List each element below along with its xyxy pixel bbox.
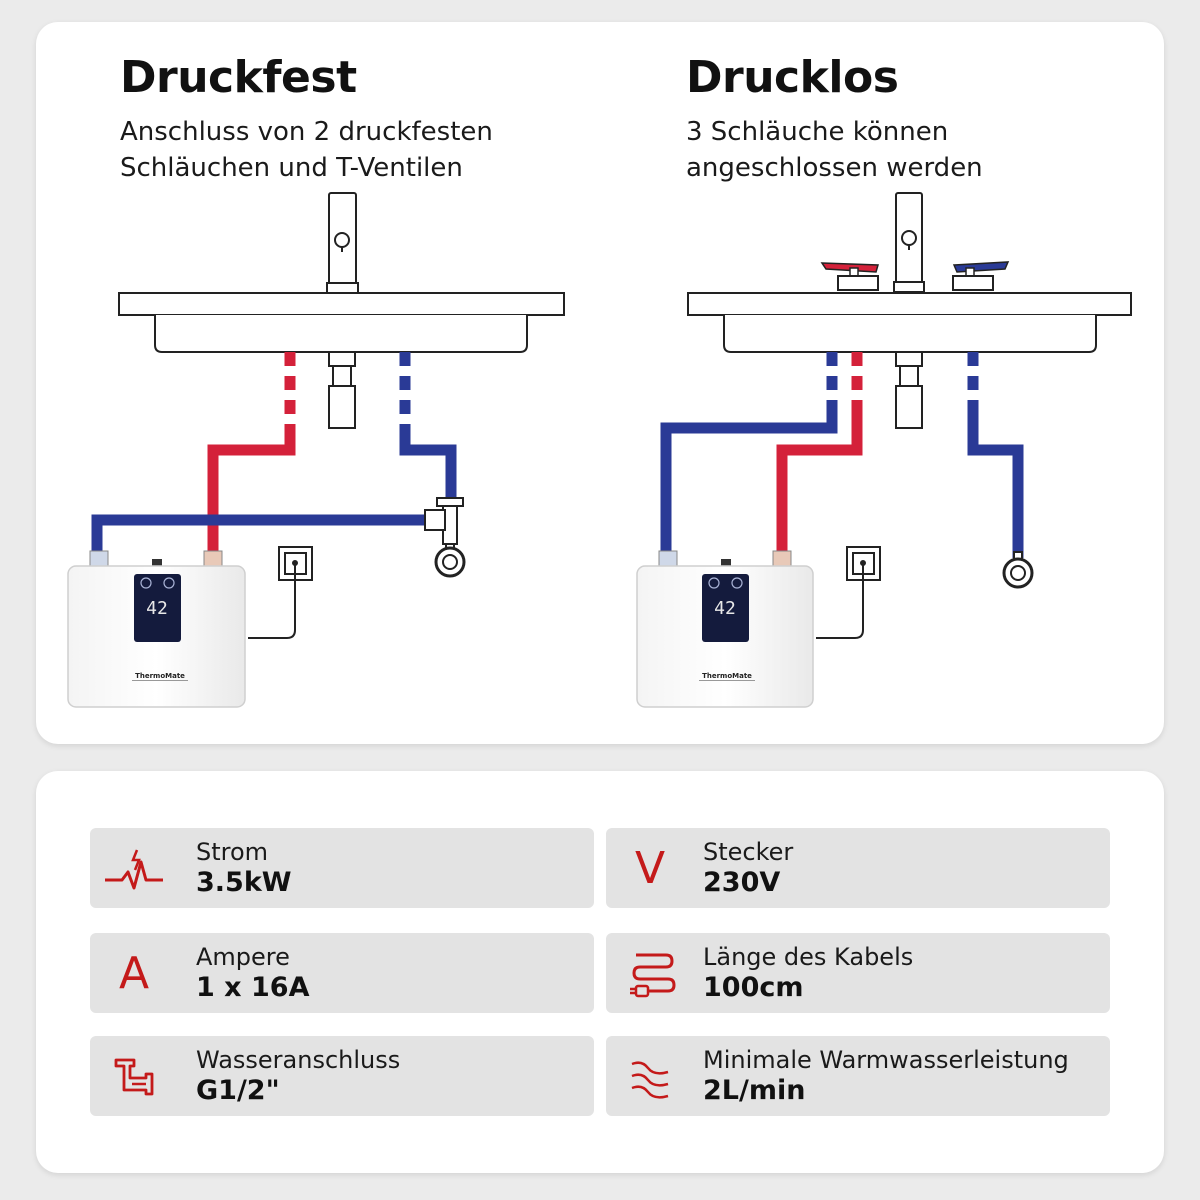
right-hot-hose: [776, 410, 863, 556]
spec-value: 230V: [703, 867, 781, 898]
spec-stecker: V Stecker 230V: [606, 828, 1110, 908]
right-faucet: [893, 192, 925, 293]
left-drain: [328, 351, 356, 429]
left-hot-hose: [207, 424, 296, 556]
spec-value: 1 x 16A: [196, 972, 310, 1003]
volt-icon: V: [634, 842, 666, 894]
right-power-cable: [816, 563, 864, 639]
cable-icon: [630, 953, 676, 998]
right-heater-display: 42: [714, 598, 736, 619]
t-valve-icon: [424, 497, 466, 578]
right-title: Drucklos: [686, 52, 899, 103]
spec-value: 2L/min: [703, 1075, 806, 1106]
power-pulse-icon: [105, 849, 163, 890]
spec-label: Minimale Warmwasserleistung: [703, 1046, 1069, 1074]
ampere-icon: A: [118, 947, 150, 999]
spec-value: 100cm: [703, 972, 804, 1003]
angle-valve-icon: [1002, 551, 1034, 589]
spec-wasseranschluss: Wasseranschluss G1/2": [90, 1036, 594, 1116]
left-power-cable: [248, 563, 296, 639]
left-title: Druckfest: [120, 52, 357, 103]
left-water-heater: 42 ThermoMate: [67, 550, 246, 708]
spec-kabel: Länge des Kabels 100cm: [606, 933, 1110, 1013]
spec-warmwasserleistung: Minimale Warmwasserleistung 2L/min: [606, 1036, 1110, 1116]
spec-value: 3.5kW: [196, 867, 292, 898]
right-water-heater: 42 ThermoMate: [636, 550, 814, 708]
left-installation: 42 ThermoMate: [67, 192, 565, 708]
pipe-fitting-icon: [114, 1058, 154, 1096]
right-basin: [723, 315, 1097, 353]
left-subtitle-line-2: Schläuchen und T-Ventilen: [120, 153, 463, 183]
left-basin: [154, 315, 528, 353]
spec-label: Wasseranschluss: [196, 1046, 401, 1074]
spec-label: Strom: [196, 838, 269, 866]
left-heater-brand: ThermoMate: [135, 672, 185, 680]
right-subtitle-line-1: 3 Schläuche können: [686, 117, 949, 147]
left-countertop: [118, 292, 565, 316]
spec-label: Ampere: [196, 943, 290, 971]
cold-handle-icon: [952, 261, 1010, 273]
right-heater-brand: ThermoMate: [702, 672, 752, 680]
right-subtitle: 3 Schläuche können angeschlossen werden: [686, 114, 983, 186]
right-installation: 42 ThermoMate: [636, 192, 1132, 708]
right-subtitle-line-2: angeschlossen werden: [686, 153, 983, 183]
spec-label: Länge des Kabels: [703, 943, 914, 971]
left-subtitle-line-1: Anschluss von 2 druckfesten: [120, 117, 493, 147]
installation-diagram: 42 ThermoMate: [67, 192, 1132, 708]
right-cold-hose-heater: [660, 410, 838, 556]
spec-strom: Strom 3.5kW: [90, 828, 594, 908]
left-subtitle: Anschluss von 2 druckfesten Schläuchen u…: [120, 114, 493, 186]
right-countertop: [687, 292, 1132, 316]
left-cold-hose-supply: [399, 424, 457, 498]
left-faucet: [326, 192, 359, 294]
spec-label: Stecker: [703, 838, 794, 866]
left-cold-hose-heater: [91, 514, 430, 556]
spec-ampere: A Ampere 1 x 16A: [90, 933, 594, 1013]
spec-value: G1/2": [196, 1075, 280, 1106]
right-drain: [895, 351, 923, 429]
left-heater-display: 42: [146, 598, 168, 619]
water-flow-icon: [631, 1061, 669, 1099]
right-cold-hose-supply: [967, 410, 1024, 558]
